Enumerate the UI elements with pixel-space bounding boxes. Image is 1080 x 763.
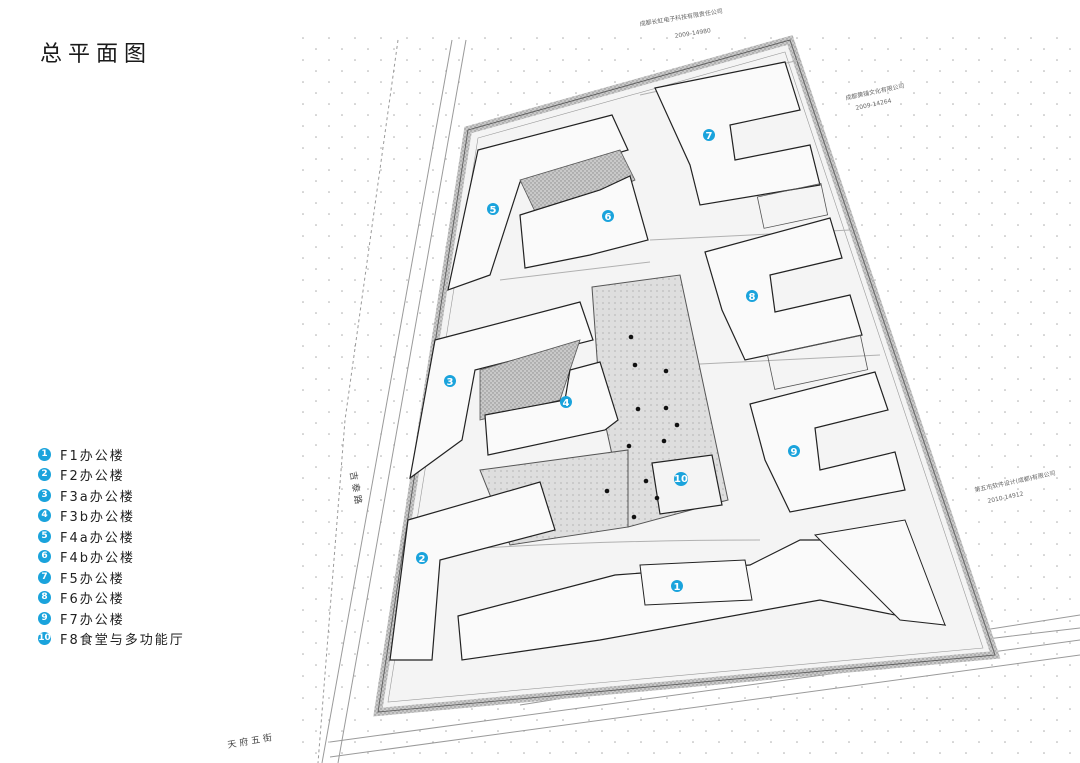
marker-icon: 9 (788, 445, 800, 458)
legend-item: 1 F1办公楼 (38, 444, 185, 465)
legend-label: F4b办公楼 (60, 551, 136, 567)
legend-item: 2 F2办公楼 (38, 465, 185, 486)
page-title: 总平面图 (40, 42, 153, 67)
legend-label: F1办公楼 (60, 448, 125, 464)
marker-icon: 6 (602, 210, 614, 223)
marker-icon: 5 (487, 203, 499, 216)
legend-marker-icon: 2 (38, 468, 51, 482)
svg-text:4: 4 (563, 398, 570, 409)
legend-marker-icon: 6 (38, 550, 51, 564)
marker-icon: 7 (703, 129, 715, 142)
svg-text:3: 3 (447, 377, 454, 388)
road-label-south: 天府五街 (226, 731, 275, 751)
svg-text:2: 2 (419, 554, 426, 565)
building-f4b (519, 175, 649, 269)
legend-item: 5 F4a办公楼 (38, 526, 185, 547)
marker-icon: 10 (674, 472, 688, 486)
legend-label: F3b办公楼 (60, 510, 136, 526)
legend-marker-icon: 5 (38, 529, 51, 543)
marker-icon: 1 (671, 580, 683, 593)
svg-text:9: 9 (791, 447, 798, 458)
legend-item: 4 F3b办公楼 (38, 506, 185, 527)
legend-item: 8 F6办公楼 (38, 588, 185, 609)
legend-item: 7 F5办公楼 (38, 567, 185, 588)
courtyard-f3 (479, 339, 581, 421)
svg-text:8: 8 (749, 292, 756, 303)
legend-label: F7办公楼 (60, 612, 125, 628)
plaza-trees (604, 334, 680, 520)
building-f4a (447, 114, 629, 291)
svg-text:5: 5 (490, 205, 497, 216)
building-f6 (704, 217, 863, 361)
building-f5 (654, 61, 821, 206)
legend-label: F4a办公楼 (60, 530, 135, 546)
marker-icon: 3 (444, 375, 456, 388)
legend-marker-icon: 7 (38, 570, 51, 584)
building-f7 (749, 371, 906, 513)
legend-item: 3 F3a办公楼 (38, 485, 185, 506)
building-f3a (409, 301, 594, 480)
legend-item: 9 F7办公楼 (38, 608, 185, 629)
legend-marker-icon: 4 (38, 509, 51, 523)
svg-text:10: 10 (674, 474, 688, 485)
building-f3b (484, 361, 619, 456)
legend-label: F6办公楼 (60, 592, 125, 608)
courtyard-f4 (519, 149, 636, 223)
legend-label: F3a办公楼 (60, 489, 135, 505)
sports-courts (756, 183, 869, 390)
svg-text:6: 6 (605, 212, 612, 223)
legend-label: F5办公楼 (60, 571, 125, 587)
legend-item: 10 F8食堂与多功能厅 (38, 629, 185, 650)
legend-label: F2办公楼 (60, 469, 125, 485)
svg-text:1: 1 (674, 582, 681, 593)
marker-icon: 2 (416, 552, 428, 565)
legend-marker-icon: 3 (38, 488, 51, 502)
legend-label: F8食堂与多功能厅 (60, 633, 185, 649)
building-markers: 1 2 3 4 5 6 7 8 9 10 (416, 129, 800, 593)
legend-marker-icon: 1 (38, 447, 51, 461)
legend-marker-icon: 8 (38, 591, 51, 605)
building-f2 (389, 481, 556, 661)
svg-text:7: 7 (706, 131, 713, 142)
marker-icon: 4 (560, 396, 572, 409)
legend-marker-icon: 9 (38, 611, 51, 625)
neighbor-label-north: 成都长虹电子科技有限责任公司 (639, 7, 723, 28)
marker-icon: 8 (746, 290, 758, 303)
legend-marker-icon: 10 (38, 632, 51, 646)
west-road (317, 39, 467, 763)
legend-item: 6 F4b办公楼 (38, 547, 185, 568)
